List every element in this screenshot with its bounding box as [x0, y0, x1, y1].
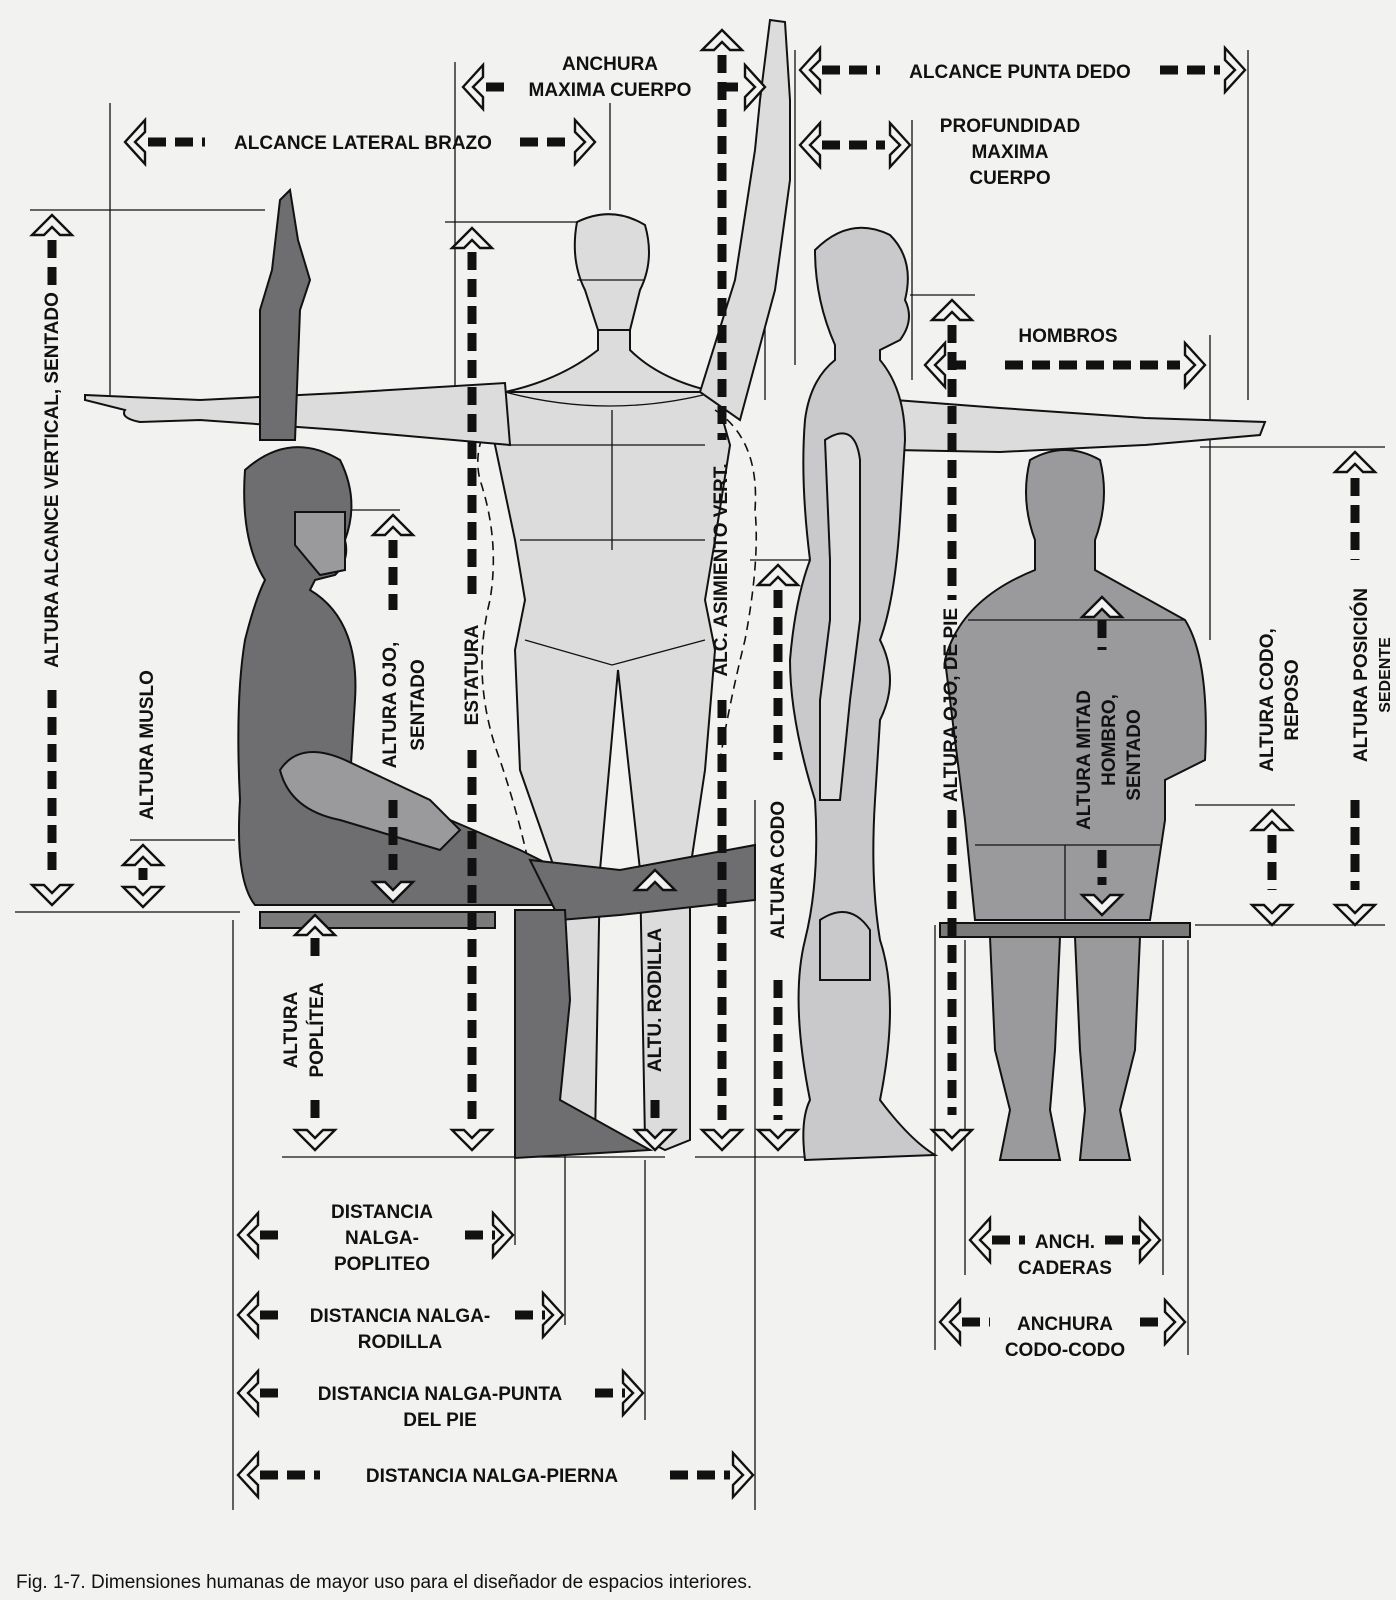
label-profundidad: PROFUNDIDAD — [940, 116, 1080, 137]
label-altura-alcance-vertical: ALTURA ALCANCE VERTICAL, SENTADO — [42, 292, 63, 668]
label-codo-codo: CODO-CODO — [1005, 1340, 1125, 1361]
label-anchura-codo: ANCHURA — [1017, 1314, 1113, 1335]
raised-arm-front — [698, 18, 791, 422]
horizontal-labels: ANCHURA MAXIMA CUERPO ALCANCE PUNTA DEDO… — [234, 54, 1131, 1487]
label-del-pie: DEL PIE — [403, 1410, 477, 1431]
vertical-labels: ALTURA ALCANCE VERTICAL, SENTADO ALTURA … — [42, 292, 1394, 1077]
label-popliteo: POPLITEO — [334, 1254, 430, 1275]
label-altura-codo-reposo-2: REPOSO — [1282, 659, 1303, 740]
label-distancia-nalga-punta: DISTANCIA NALGA-PUNTA — [318, 1384, 563, 1405]
label-distancia-nalga-rodilla: DISTANCIA NALGA- — [310, 1306, 490, 1327]
label-caderas: CADERAS — [1018, 1258, 1112, 1279]
label-distancia-1: DISTANCIA — [331, 1202, 433, 1223]
label-alc-asimiento-vert: ALC. ASIMIENTO VERT. — [711, 463, 732, 676]
label-anchura: ANCHURA — [562, 54, 658, 75]
label-distancia-nalga-pierna: DISTANCIA NALGA-PIERNA — [366, 1466, 619, 1487]
label-altura-codo: ALTURA CODO — [768, 801, 789, 939]
label-altura-codo-reposo-1: ALTURA CODO, — [1257, 628, 1278, 772]
label-nalga-1: NALGA- — [345, 1228, 419, 1249]
label-estatura: ESTATURA — [462, 624, 483, 725]
standing-side-figure — [788, 226, 939, 1162]
label-altura-poplitea-2: POPLÍTEA — [306, 982, 328, 1077]
label-sentado-hombro: SENTADO — [1124, 709, 1145, 800]
figure-caption: Fig. 1-7. Dimensiones humanas de mayor u… — [16, 1572, 752, 1593]
label-altura-posicion: ALTURA POSICIÓN — [1350, 588, 1372, 762]
label-altura-ojo-sentado-2: SENTADO — [408, 659, 429, 750]
label-hombros: HOMBROS — [1018, 326, 1117, 347]
label-altura-mitad: ALTURA MITAD — [1074, 690, 1095, 830]
label-altura-ojo-sentado-1: ALTURA OJO, — [380, 642, 401, 769]
label-anch: ANCH. — [1035, 1232, 1095, 1253]
label-altura-ojo-de-pie: ALTURA OJO, DE PIE — [941, 608, 962, 802]
outstretched-arms — [84, 381, 1267, 454]
label-altura-poplitea-1: ALTURA — [281, 991, 302, 1068]
label-altura-muslo: ALTURA MUSLO — [137, 670, 158, 820]
label-sedente: SEDENTE — [1377, 637, 1394, 713]
label-hombro: HOMBRO, — [1099, 694, 1120, 786]
standing-front-figure — [477, 213, 758, 1152]
dimension-markers — [29, 28, 1378, 1501]
label-profundidad-maxima: MAXIMA — [971, 142, 1048, 163]
label-profundidad-cuerpo: CUERPO — [969, 168, 1050, 189]
label-alcance-lateral-brazo: ALCANCE LATERAL BRAZO — [234, 133, 492, 154]
seated-side-figure — [237, 187, 756, 1160]
label-maxima-cuerpo: MAXIMA CUERPO — [529, 80, 692, 101]
label-alcance-punta-dedo: ALCANCE PUNTA DEDO — [909, 62, 1131, 83]
label-rodilla: RODILLA — [358, 1332, 443, 1353]
label-altu-rodilla: ALTU. RODILLA — [645, 928, 666, 1073]
seated-back-figure — [939, 449, 1207, 1161]
